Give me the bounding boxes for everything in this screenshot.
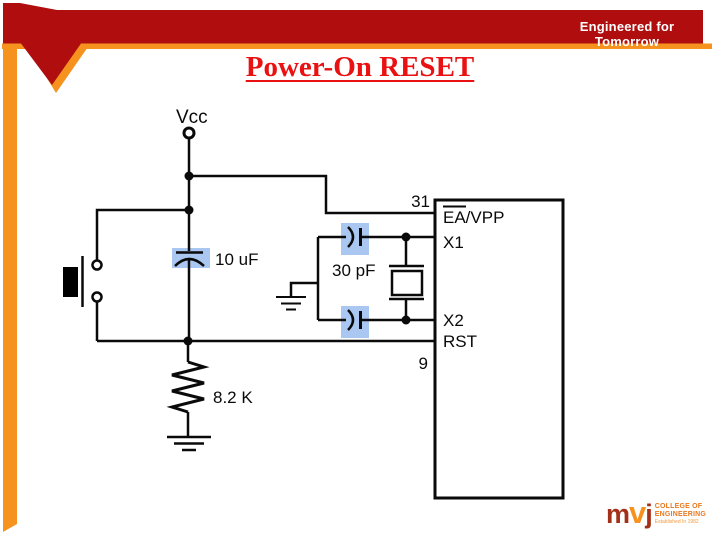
- mcu-chip-body: [433, 198, 565, 500]
- junction-dot: [184, 205, 194, 215]
- junction-dot: [401, 232, 411, 242]
- switch-contact-top: [91, 259, 103, 271]
- college-logo: mvj COLLEGE OF ENGINEERING Established I…: [606, 497, 706, 528]
- page-title: Power-On RESET: [245, 51, 475, 83]
- junction-dot: [184, 171, 194, 181]
- ground-symbol-osc: [276, 296, 306, 311]
- wire-osc-ground-stub: [289, 281, 318, 296]
- college-name-line1: COLLEGE OF: [654, 503, 703, 510]
- chip-pin-x2-label: X2: [443, 311, 464, 330]
- cap-curved-plate: [347, 226, 355, 248]
- ground-symbol-main: [167, 435, 211, 452]
- pin-9-label: 9: [419, 354, 428, 373]
- capacitor-30pf-bottom: [347, 309, 362, 331]
- wires: [95, 138, 435, 436]
- capacitor-30pf-top: [347, 226, 362, 248]
- crystal-oscillator: [389, 264, 424, 301]
- resistor-label: 8.2 K: [213, 388, 253, 407]
- wire-to-switch-top: [95, 208, 189, 261]
- resistor-zigzag: [166, 360, 210, 414]
- logo-letter-j: j: [645, 499, 652, 529]
- switch-button-cap: [63, 267, 78, 297]
- cap-30pf-bottom-highlight: [341, 306, 369, 338]
- cap-30pf-label: 30 pF: [332, 261, 375, 280]
- circuit-diagram: [63, 126, 565, 500]
- cap-30pf-top-highlight: [341, 223, 369, 255]
- capacitor-10uf: [174, 251, 205, 267]
- left-orange-bar: [3, 44, 17, 532]
- cap-curved-plate: [347, 309, 355, 331]
- college-established-line: Established In 1982: [654, 519, 699, 525]
- college-logo-text: COLLEGE OF ENGINEERING Established In 19…: [655, 503, 706, 528]
- junction-dots: [183, 171, 411, 346]
- junction-dot: [401, 315, 411, 325]
- circuit-labels: Vcc 10 uF 30 pF 8.2 K 31 9 EA/VPP X1 X2 …: [176, 107, 504, 407]
- header-ribbon: [2, 3, 712, 532]
- logo-letter-v: v: [629, 495, 646, 530]
- crystal-body: [390, 269, 424, 297]
- cap-10uf-label: 10 uF: [215, 250, 258, 269]
- pin-31-label: 31: [411, 192, 430, 211]
- logo-letter-m: m: [606, 499, 630, 529]
- chip-pin-ea-vpp-label: EA/VPP: [443, 208, 504, 227]
- header-orange-strip: [2, 43, 712, 49]
- wire-vcc-to-ea: [189, 174, 435, 215]
- chip-pin-rst-label: RST: [443, 332, 477, 351]
- college-name-line2: ENGINEERING: [654, 511, 706, 518]
- chip-pin-x1-label: X1: [443, 233, 464, 252]
- header-tagline: Engineered for Tomorrow: [579, 19, 675, 49]
- cap-curved-plate: [174, 257, 205, 267]
- mvj-logo-letters: mvj: [606, 495, 653, 530]
- vcc-terminal: [182, 126, 196, 140]
- header-red-banner: [3, 3, 703, 85]
- vcc-label: Vcc: [176, 107, 208, 128]
- switch-contact-bottom: [91, 291, 103, 303]
- junction-dot: [183, 336, 193, 346]
- push-button-switch: [63, 256, 103, 307]
